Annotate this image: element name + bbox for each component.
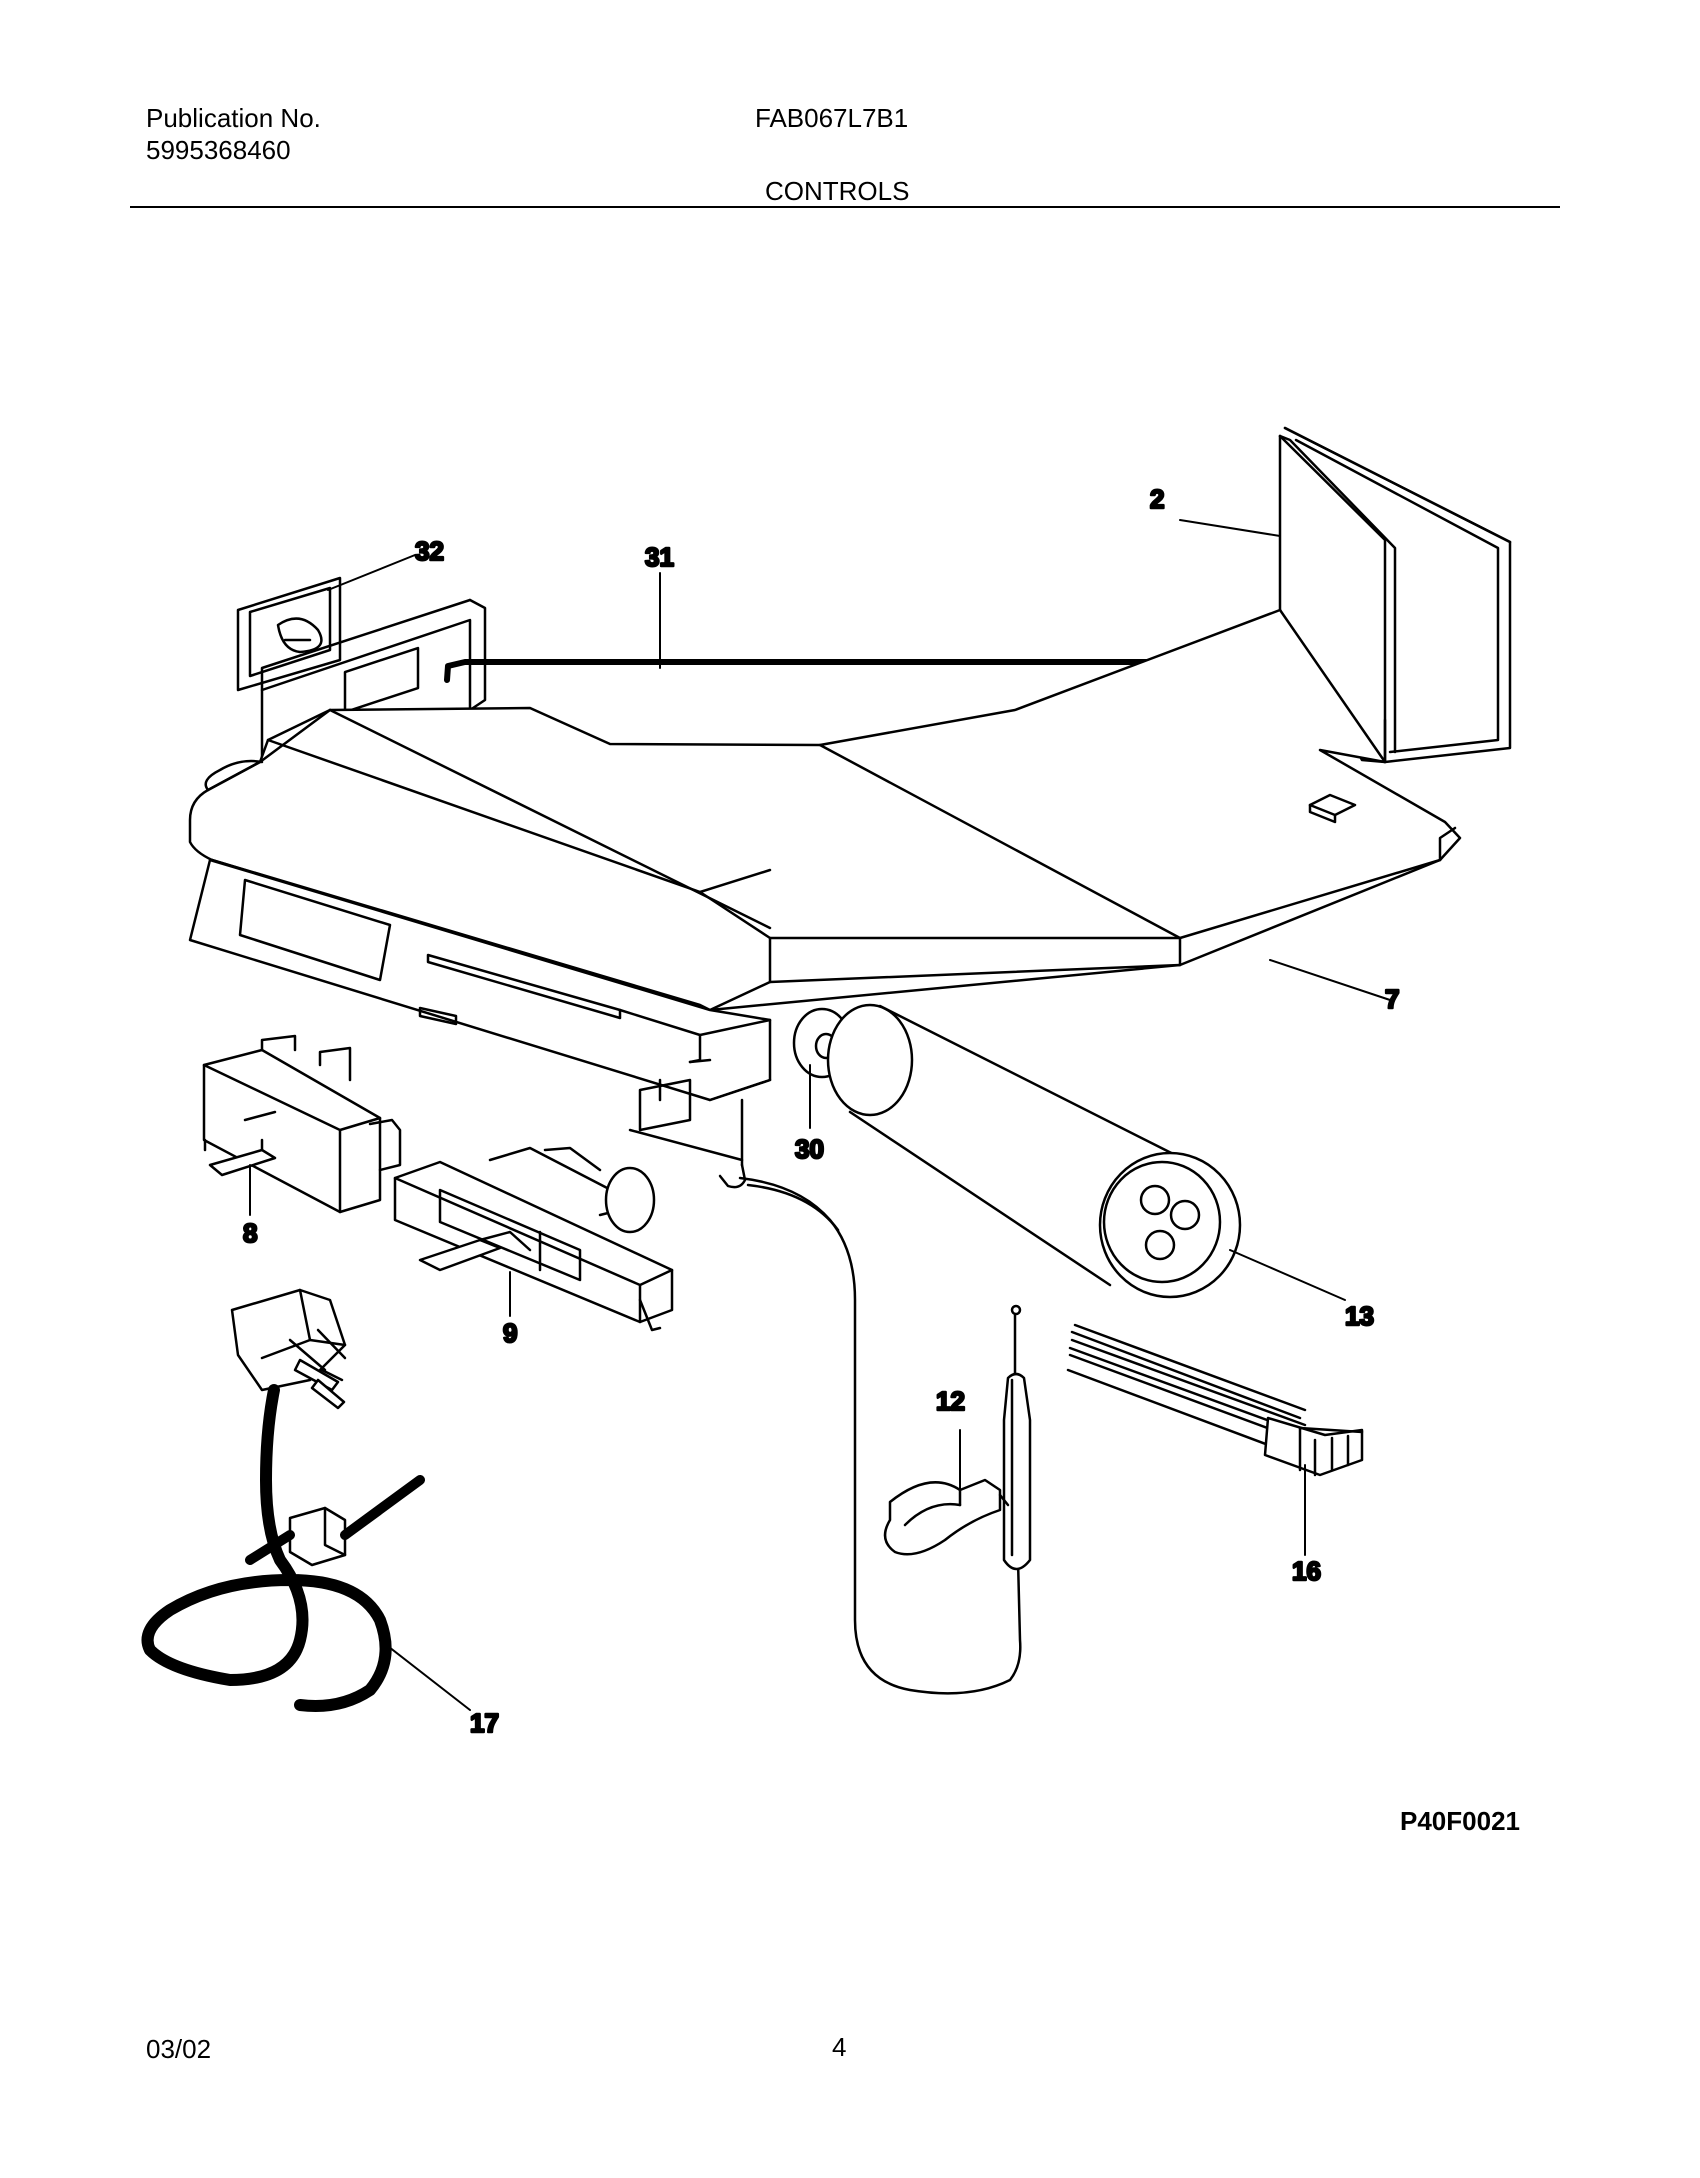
callout-31: 31 [645,542,674,572]
callout-13: 13 [1345,1301,1374,1331]
header-rule [130,206,1560,208]
part-17-power-cord [141,1288,425,1712]
leader-lines [249,519,1391,1711]
callout-32: 32 [415,536,444,566]
publication-number: 5995368460 [146,135,291,165]
capillary-tube [738,1176,1022,1695]
control-panel-face [188,858,772,1189]
callout-labels: 2 7 8 9 12 13 16 17 30 31 32 [242,483,1401,1740]
capillary-tube-inner [746,1183,840,1232]
model-number: FAB067L7B1 [755,103,909,133]
illustration-code: P40F0021 [1400,1806,1520,1836]
page-number: 4 [832,2032,847,2062]
callout-9: 9 [503,1318,517,1348]
publication-label: Publication No. [146,103,321,133]
callout-17: 17 [470,1708,499,1738]
part-9-rotary-switch [393,1146,674,1332]
part-12-clip [883,1478,1010,1556]
section-title: CONTROLS [765,176,910,206]
callout-8: 8 [243,1218,257,1248]
part-16-harness [1066,1323,1364,1477]
callout-2: 2 [1150,484,1164,514]
part-8-switch [202,1034,402,1214]
callout-16: 16 [1292,1556,1321,1586]
thermostat-sensor [1002,1304,1032,1571]
callout-7: 7 [1385,984,1399,1014]
footer-date: 03/02 [146,2034,212,2064]
callout-12: 12 [936,1386,965,1416]
callout-30: 30 [795,1134,824,1164]
part-13-capacitor [826,1003,1242,1299]
part-32-bracket [236,576,342,692]
